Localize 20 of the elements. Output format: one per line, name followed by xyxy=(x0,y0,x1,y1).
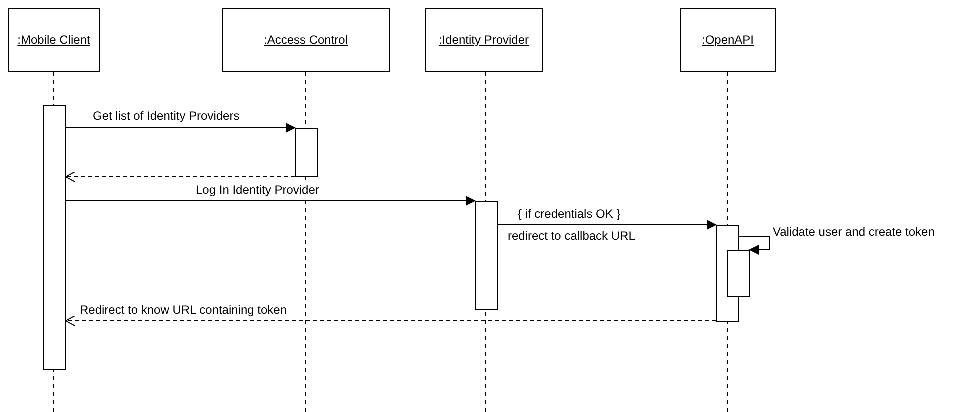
message-label: Validate user and create token xyxy=(773,225,935,239)
participant-box: :Identity Provider xyxy=(425,8,543,72)
activation-bar xyxy=(295,128,318,177)
activation-bar xyxy=(727,250,750,297)
participant-box: :Mobile Client xyxy=(8,8,100,72)
participant-box: :OpenAPI xyxy=(680,8,776,72)
message-arrow xyxy=(738,236,770,255)
message-label: Log In Identity Provider xyxy=(196,183,320,197)
message-arrow xyxy=(66,172,296,182)
message-arrow xyxy=(66,196,476,206)
message-label: Redirect to know URL containing token xyxy=(80,303,287,317)
participant-box: :Access Control xyxy=(222,8,390,72)
message-label: redirect to callback URL xyxy=(508,229,636,243)
message-arrow xyxy=(498,220,717,230)
activation-bar xyxy=(475,201,498,310)
message-label: Get list of Identity Providers xyxy=(93,109,240,123)
activation-bar xyxy=(43,105,66,370)
guard-condition: { if credentials OK } xyxy=(518,207,621,221)
message-arrow xyxy=(66,123,296,133)
message-arrow xyxy=(66,316,716,326)
